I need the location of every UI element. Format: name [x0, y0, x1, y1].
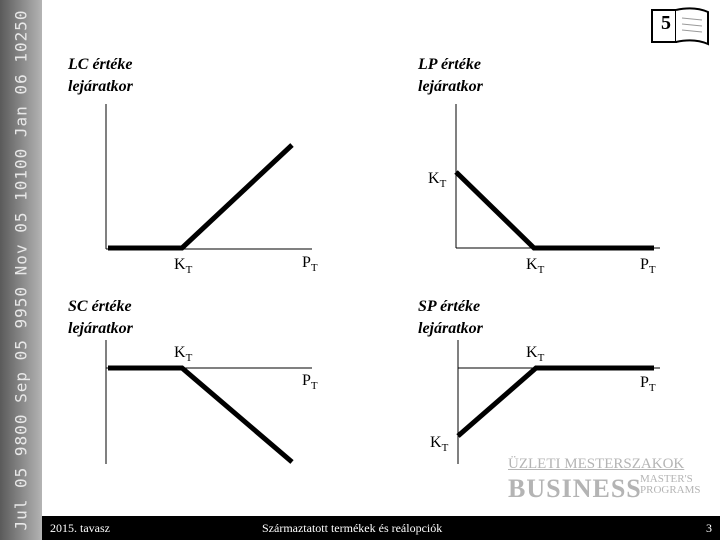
- lc-title-line2: lejáratkor: [68, 78, 133, 95]
- lc-price-label: PT: [302, 254, 318, 275]
- sp-title-line1: SP értéke: [418, 298, 481, 315]
- sc-title: SC értéke lejáratkor: [68, 296, 133, 340]
- sc-graph: [105, 340, 312, 464]
- lc-title-line1: LC értéke: [68, 56, 133, 73]
- lp-title-line2: lejáratkor: [418, 78, 483, 95]
- sp-payoff-line: [456, 365, 654, 438]
- sp-strike-y-label: KT: [430, 434, 449, 455]
- lp-strike-y-label: KT: [428, 170, 447, 191]
- sp-title: SP értéke lejáratkor: [418, 296, 483, 340]
- sp-price-label: PT: [640, 374, 656, 395]
- left-decorative-strip: Jul 05 9800 Sep 05 9950 Nov 05 10100 Jan…: [0, 0, 42, 540]
- sc-payoff-line: [108, 365, 294, 464]
- logo-side-text: MASTER'S PROGRAMS: [640, 474, 701, 496]
- lc-title: LC értéke lejáratkor: [68, 54, 133, 98]
- footer-page-number: 3: [706, 521, 712, 535]
- logo-side-line2: PROGRAMS: [640, 484, 701, 496]
- logo-top-line: ÜZLETI MESTERSZAKOK: [508, 456, 685, 472]
- lp-price-label: PT: [640, 256, 656, 277]
- footer-bar: 2015. tavasz Származtatott termékek és r…: [42, 516, 720, 540]
- logo-side-line1: MASTER'S: [640, 473, 693, 485]
- sp-strike-label: KT: [526, 344, 545, 365]
- sc-strike-label: KT: [174, 344, 193, 365]
- book-icon: [651, 7, 709, 46]
- logo-main-word: BUSINESS: [508, 474, 642, 503]
- slide-badge-number: 5: [661, 12, 671, 34]
- lp-title: LP értéke lejáratkor: [418, 54, 483, 98]
- lc-strike-label: KT: [174, 256, 193, 277]
- lp-strike-label: KT: [526, 256, 545, 277]
- lc-payoff-line: [108, 143, 294, 251]
- footer-semester: 2015. tavasz: [50, 521, 110, 535]
- lp-payoff-line: [454, 170, 654, 251]
- footer-course-title: Származtatott termékek és reálopciók: [262, 521, 443, 535]
- lc-graph: [105, 104, 312, 251]
- sc-price-label: PT: [302, 372, 318, 393]
- lp-title-line1: LP értéke: [418, 56, 481, 73]
- lp-graph: [454, 104, 660, 251]
- sp-graph: [456, 340, 660, 464]
- sc-title-line2: lejáratkor: [68, 320, 133, 337]
- sc-title-line1: SC értéke: [68, 298, 132, 315]
- sp-title-line2: lejáratkor: [418, 320, 483, 337]
